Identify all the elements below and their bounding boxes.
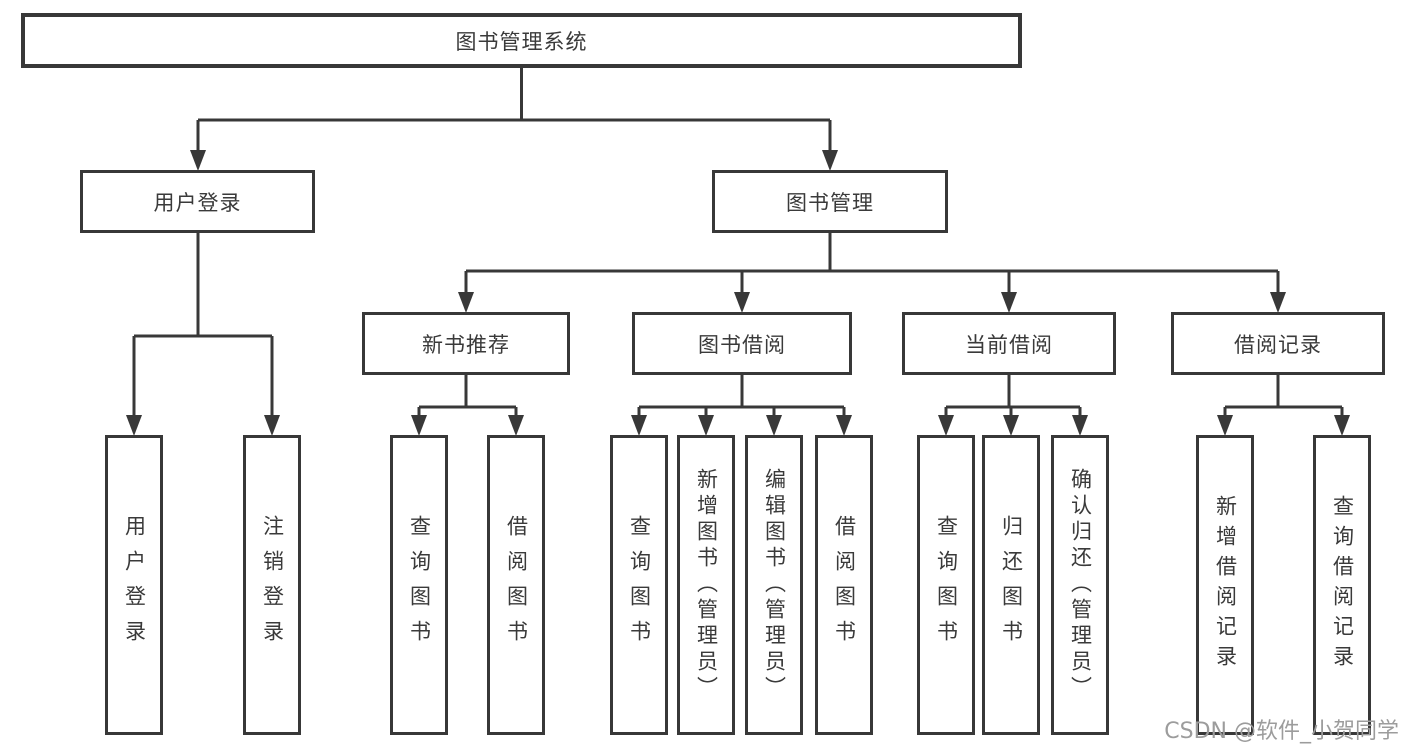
node-user-login: 用户登录 xyxy=(80,170,315,233)
node-book-borrow-label: 图书借阅 xyxy=(698,332,786,357)
leaf-query-borrow-record: 查询借阅记录 xyxy=(1313,435,1371,735)
node-current-borrow-label: 当前借阅 xyxy=(965,332,1053,357)
connector-records-to-leaves xyxy=(1217,374,1350,436)
leaf-recommend-borrow-books-label: 借阅图书 xyxy=(504,515,529,655)
leaf-recommend-query-books: 查询图书 xyxy=(390,435,448,735)
leaf-add-borrow-record: 新增借阅记录 xyxy=(1196,435,1254,735)
node-current-borrow: 当前借阅 xyxy=(902,312,1116,375)
leaf-edit-books-admin-label: 编辑图书（管理员） xyxy=(762,468,787,702)
connector-user-login-to-leaves xyxy=(126,232,280,436)
leaf-borrow-query-books: 查询图书 xyxy=(610,435,668,735)
leaf-confirm-return-admin-label: 确认归还（管理员） xyxy=(1068,468,1093,702)
node-book-management: 图书管理 xyxy=(712,170,948,233)
leaf-current-query-books-label: 查询图书 xyxy=(934,515,959,655)
leaf-user-login-label: 用户登录 xyxy=(122,515,147,655)
leaf-recommend-query-books-label: 查询图书 xyxy=(407,515,432,655)
node-book-management-label: 图书管理 xyxy=(786,190,874,215)
node-library-system: 图书管理系统 xyxy=(21,13,1022,68)
connector-borrow-to-leaves xyxy=(631,374,852,436)
leaf-return-books: 归还图书 xyxy=(982,435,1040,735)
leaf-logout-label: 注销登录 xyxy=(260,515,285,655)
node-new-book-recommend-label: 新书推荐 xyxy=(422,332,510,357)
node-user-login-label: 用户登录 xyxy=(153,190,242,215)
connector-root-to-level2 xyxy=(190,66,838,171)
node-book-borrow: 图书借阅 xyxy=(632,312,852,375)
leaf-current-query-books: 查询图书 xyxy=(917,435,975,735)
connector-recommend-to-leaves xyxy=(411,374,524,436)
connector-book-management-to-level3 xyxy=(458,232,1286,313)
leaf-add-books-admin: 新增图书（管理员） xyxy=(677,435,735,735)
leaf-query-borrow-record-label: 查询借阅记录 xyxy=(1330,495,1355,675)
csdn-watermark: CSDN @软件_小贺同学 xyxy=(1164,719,1399,744)
leaf-edit-books-admin: 编辑图书（管理员） xyxy=(745,435,803,735)
node-borrow-records-label: 借阅记录 xyxy=(1234,332,1322,357)
leaf-borrow-books: 借阅图书 xyxy=(815,435,873,735)
leaf-user-login: 用户登录 xyxy=(105,435,163,735)
leaf-recommend-borrow-books: 借阅图书 xyxy=(487,435,545,735)
leaf-borrow-query-books-label: 查询图书 xyxy=(627,515,652,655)
leaf-return-books-label: 归还图书 xyxy=(999,515,1024,655)
leaf-confirm-return-admin: 确认归还（管理员） xyxy=(1051,435,1109,735)
leaf-logout: 注销登录 xyxy=(243,435,301,735)
node-library-system-label: 图书管理系统 xyxy=(455,29,588,54)
leaf-add-borrow-record-label: 新增借阅记录 xyxy=(1213,495,1238,675)
node-new-book-recommend: 新书推荐 xyxy=(362,312,570,375)
leaf-add-books-admin-label: 新增图书（管理员） xyxy=(694,468,719,702)
node-borrow-records: 借阅记录 xyxy=(1171,312,1385,375)
leaf-borrow-books-label: 借阅图书 xyxy=(832,515,857,655)
connector-current-to-leaves xyxy=(938,374,1088,436)
